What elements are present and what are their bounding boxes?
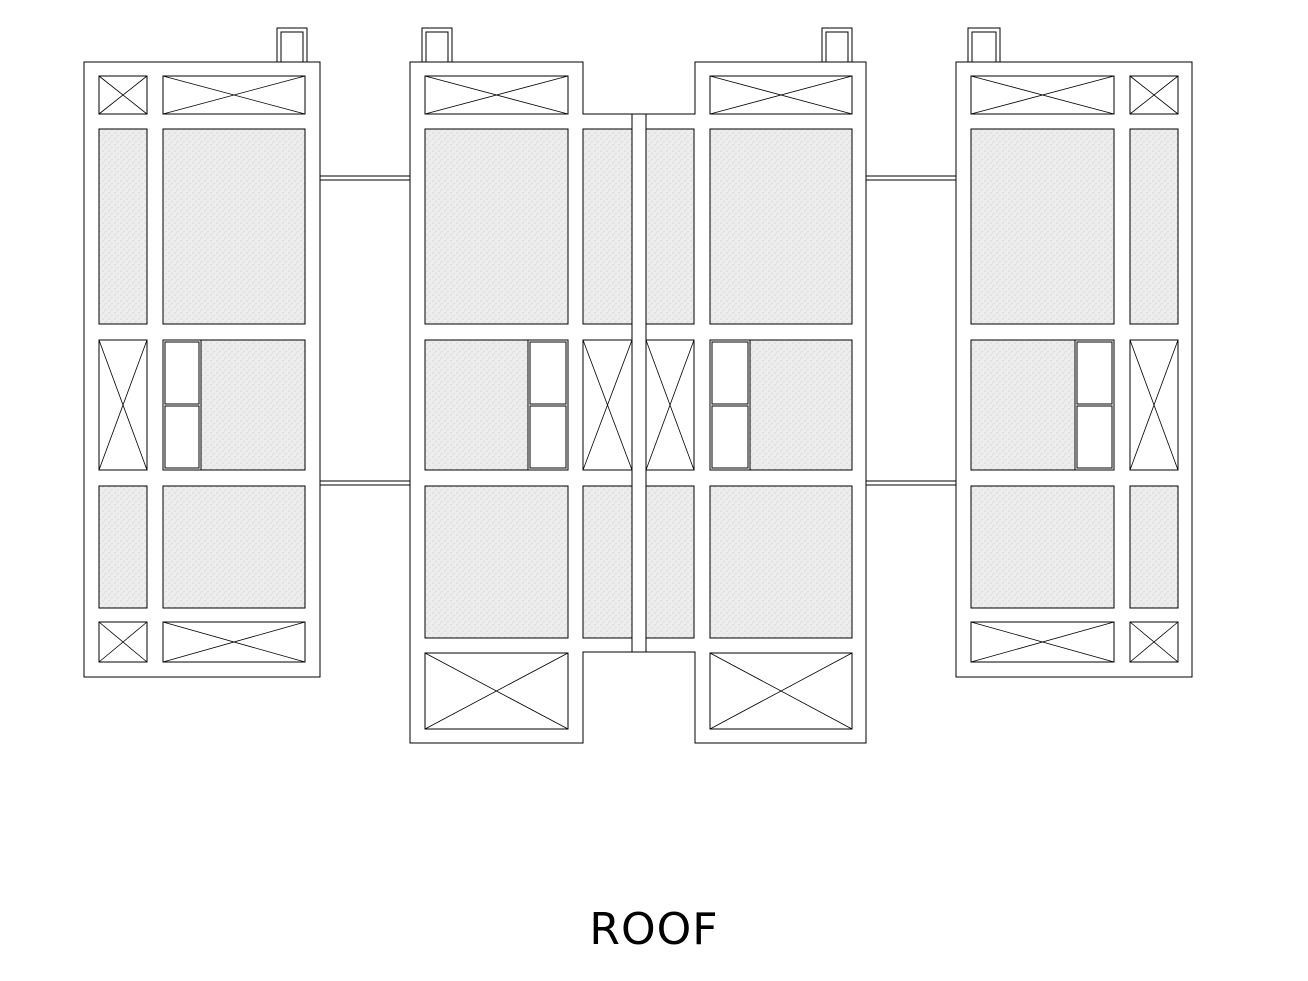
- roof-panel: [970, 485, 1115, 609]
- skylight: [527, 339, 569, 471]
- void-tall: [1129, 339, 1179, 471]
- bridge-lower-right: [866, 480, 956, 486]
- roof-panel: [98, 485, 148, 609]
- void-tall: [98, 339, 148, 471]
- skylight: [709, 339, 751, 471]
- void-wide: [162, 621, 306, 663]
- center-block: [409, 27, 867, 744]
- skylight: [1074, 339, 1115, 471]
- void-small: [1129, 75, 1179, 115]
- right-block: [955, 27, 1193, 678]
- void-small: [1129, 621, 1179, 663]
- void-tall: [645, 339, 695, 471]
- roof-panel: [709, 128, 853, 325]
- roof-panel: [645, 128, 695, 325]
- roof-panel: [970, 128, 1115, 325]
- roof-panel: [1129, 128, 1179, 325]
- void-tall: [582, 339, 633, 471]
- roof-panel: [709, 485, 853, 639]
- left-block: [83, 27, 321, 678]
- void-wide: [970, 621, 1115, 663]
- roof-panel: [424, 128, 569, 325]
- bridge-upper-left: [320, 175, 410, 181]
- roof-panel: [582, 128, 633, 325]
- void-wide: [709, 75, 853, 115]
- bridge-upper-right: [866, 175, 956, 181]
- roof-panel: [162, 485, 306, 609]
- bridge-lower-left: [320, 480, 410, 486]
- roof-panel: [645, 485, 695, 639]
- void-small: [98, 75, 148, 115]
- drawing-title: ROOF: [589, 904, 719, 955]
- roof-panel: [162, 128, 306, 325]
- void-wide: [970, 75, 1115, 115]
- void-wide: [162, 75, 306, 115]
- chimney: [967, 27, 1001, 63]
- void-wide: [424, 75, 569, 115]
- roof-panel: [582, 485, 633, 639]
- void-large: [424, 652, 569, 730]
- roof-panel: [1129, 485, 1179, 609]
- void-small: [98, 621, 148, 663]
- void-large: [709, 652, 853, 730]
- roof-panel: [424, 485, 569, 639]
- roof-panel: [98, 128, 148, 325]
- skylight: [162, 339, 202, 471]
